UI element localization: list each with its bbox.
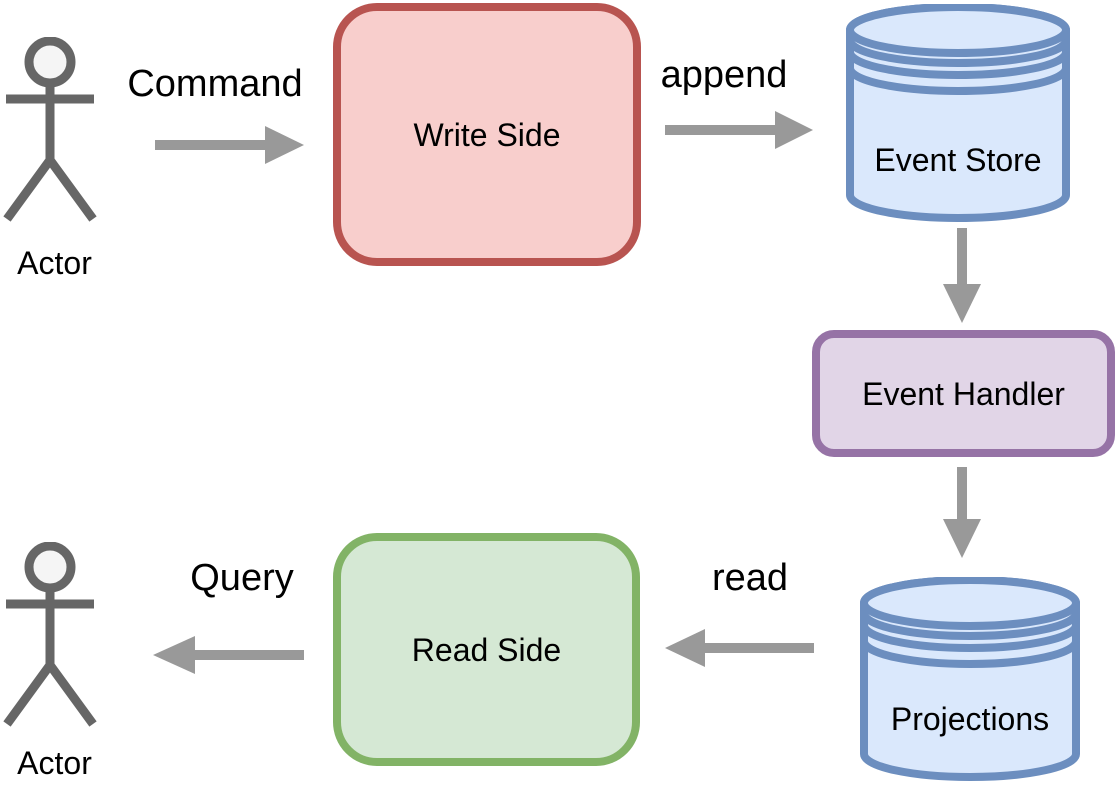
edge-query-label: Query [190, 557, 294, 599]
read-arrow [665, 629, 814, 667]
actor-top-label: Actor [17, 245, 92, 281]
append-arrow [665, 111, 813, 149]
edge-append-label: append [660, 54, 788, 96]
node-write-side: Write Side [333, 3, 641, 266]
handler-to-projections-arrow [943, 467, 981, 558]
command-arrow [155, 126, 304, 164]
actor-bottom-icon [3, 542, 97, 727]
node-event-handler-label: Event Handler [862, 375, 1065, 412]
edge-command-label: Command [127, 63, 303, 105]
node-read-side: Read Side [333, 533, 640, 766]
actor-top-icon [3, 37, 97, 222]
node-projections-label: Projections [890, 701, 1050, 737]
node-projections-shape database-icon [860, 577, 1080, 781]
actor-bottom-label: Actor [17, 745, 92, 781]
query-arrow [153, 636, 304, 674]
node-event-handler: Event Handler [812, 330, 1115, 457]
node-read-side-label: Read Side [411, 631, 562, 668]
node-write-side-label: Write Side [413, 116, 561, 153]
edge-read-label: read [711, 557, 789, 599]
node-event-store-shape database-icon [846, 4, 1070, 222]
node-event-store-label: Event Store [874, 142, 1042, 178]
store-to-handler-arrow [943, 228, 981, 323]
